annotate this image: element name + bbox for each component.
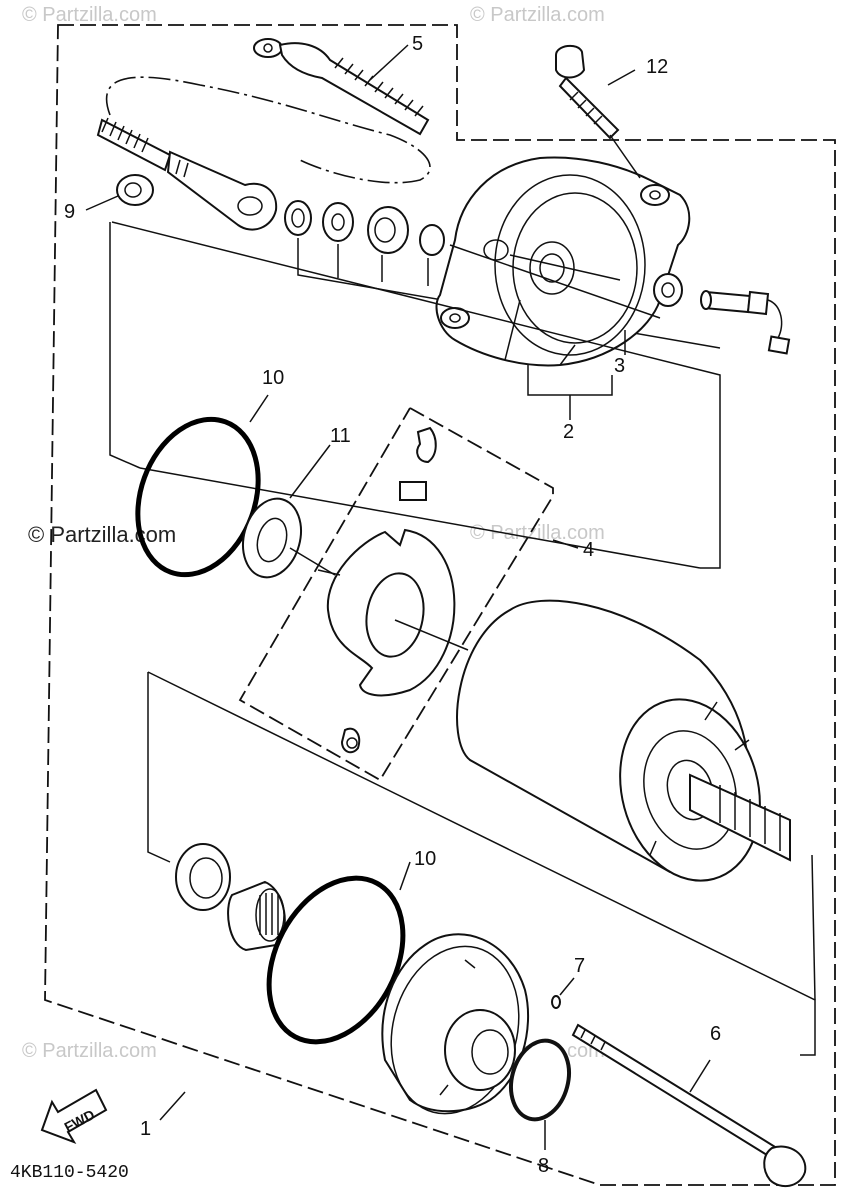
upper-frame-diag [139,467,701,569]
watermark-mid-left: © Partzilla.com [28,522,177,547]
watermark-bottom-left: © Partzilla.com [22,1040,157,1062]
callout-9: 9 [64,201,75,223]
callout-8: 8 [538,1155,549,1177]
fwd-arrow: FWD [40,1088,108,1144]
part-7-leader [559,977,575,996]
bracket-2 [527,365,613,396]
watermark-top-right: © Partzilla.com [470,4,605,26]
part-12-bolt [555,44,620,140]
callout-11: 11 [330,425,351,447]
part-lead-terminal [96,117,278,231]
callout-3: 3 [614,355,625,377]
terminal-washer-set [284,200,445,256]
brush-plate-leader [317,569,469,651]
part-6-leader [689,1059,711,1093]
callout-4: 4 [583,539,594,561]
part-9-nut [116,174,154,206]
part-11-leader [289,444,336,576]
part-4-leader [552,539,579,549]
part-5-lead [253,38,430,136]
callout-5: 5 [412,33,423,55]
callout-2: 2 [563,421,574,443]
part-3-terminal-bolt [700,290,791,355]
rear-cover-leader [449,244,661,319]
part-11-washer [242,497,302,579]
part-10-lower-leader [399,861,411,891]
callout-7: 7 [574,955,585,977]
callout-10-lower: 10 [414,848,436,870]
lower-frame-right [811,854,816,1001]
diagram-code: 4KB110-5420 [10,1163,129,1183]
wire-loop [105,76,431,184]
callout-10-upper: 10 [262,367,284,389]
brush-springs [340,426,437,754]
upper-frame-lines [109,221,721,569]
oil-seal [175,843,231,911]
part-10-lower-oring [266,875,406,1045]
part-10-upper-leader [249,394,269,423]
callout-6: 6 [710,1023,721,1045]
part-5-leader [369,44,409,81]
needle-bearing [227,880,286,952]
part-7-small-oring [551,995,561,1009]
watermark-mid-right: © Partzilla.com [470,522,605,544]
washer-leader-lines [297,238,721,349]
assembly-boundary [44,24,836,1186]
rear-cover [435,156,691,367]
part-8-oring [509,1038,571,1122]
lower-frame-lines [147,671,816,1056]
watermark-top-left: © Partzilla.com [22,4,157,26]
brush-plate [326,528,456,697]
front-cover [381,933,529,1115]
part-12-leader [607,69,641,179]
armature [456,599,791,882]
part-6-through-bolt [571,1023,807,1188]
brush-holder-box [238,407,554,782]
part-1-leader [159,1091,186,1121]
part-9-leader [85,195,119,211]
callout-12: 12 [646,56,668,78]
callout-1: 1 [140,1118,151,1140]
